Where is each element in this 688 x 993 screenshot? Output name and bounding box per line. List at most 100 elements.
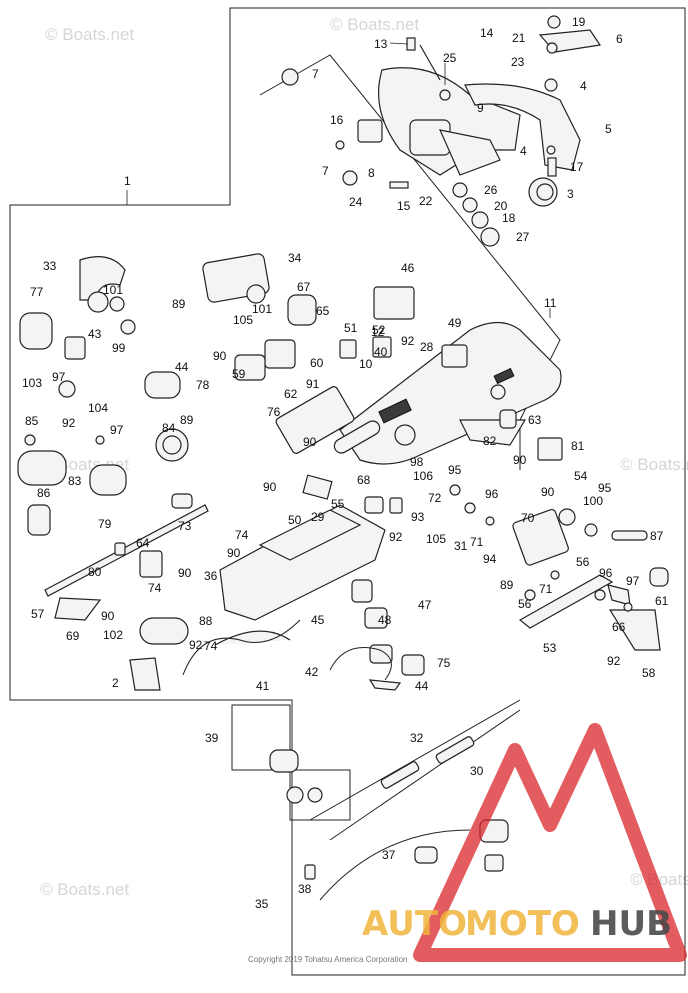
callout: 105 xyxy=(426,532,446,546)
callout: 16 xyxy=(330,113,344,127)
watermark-text: © Boats.net xyxy=(40,880,129,899)
tiller-handle-parts xyxy=(281,15,602,247)
callout: 26 xyxy=(484,183,498,197)
callout: 47 xyxy=(418,598,432,612)
callout: 74 xyxy=(148,581,162,595)
callout: 106 xyxy=(413,469,433,483)
callout: 54 xyxy=(574,469,588,483)
callout: 105 xyxy=(233,313,253,327)
callout: 4 xyxy=(580,79,587,93)
callout: 21 xyxy=(512,31,526,45)
callout: 79 xyxy=(98,517,112,531)
callout: 48 xyxy=(378,613,392,627)
callout: 74 xyxy=(204,639,218,653)
callout: 2 xyxy=(112,676,119,690)
callout: 10 xyxy=(359,357,373,371)
callout: 57 xyxy=(31,607,45,621)
callout: 44 xyxy=(175,360,189,374)
copyright-text: Copyright 2019 Tohatsu America Corporati… xyxy=(248,955,408,964)
callout: 90 xyxy=(101,609,115,623)
callout: 89 xyxy=(180,413,194,427)
callout: 30 xyxy=(470,764,484,778)
brand-hub: HUB xyxy=(590,904,672,944)
callout: 90 xyxy=(513,453,527,467)
callout: 100 xyxy=(583,494,603,508)
callout: 80 xyxy=(88,565,102,579)
callout: 83 xyxy=(68,474,82,488)
callout: 13 xyxy=(374,37,388,51)
callout: 50 xyxy=(288,513,302,527)
callout: 72 xyxy=(428,491,442,505)
callout: 71 xyxy=(470,535,484,549)
callout: 25 xyxy=(443,51,457,65)
callout: 73 xyxy=(178,519,192,533)
callout: 31 xyxy=(454,539,468,553)
callout: 43 xyxy=(88,327,102,341)
brand-auto: AUTO xyxy=(362,904,467,944)
callout: 60 xyxy=(310,356,324,370)
callout: 33 xyxy=(43,259,57,273)
callout: 29 xyxy=(311,510,325,524)
callout: 104 xyxy=(88,401,108,415)
callout: 34 xyxy=(288,251,302,265)
callout: 5 xyxy=(605,122,612,136)
callout: 8 xyxy=(368,166,375,180)
watermark-text: © Boats.net xyxy=(330,15,419,34)
callout: 78 xyxy=(196,378,210,392)
callout: 20 xyxy=(494,199,508,213)
callout: 11 xyxy=(544,296,557,310)
callout: 69 xyxy=(66,629,80,643)
callout: 37 xyxy=(382,848,396,862)
callout: 3 xyxy=(567,187,574,201)
callout: 81 xyxy=(571,439,585,453)
callout: 70 xyxy=(521,511,535,525)
callout: 67 xyxy=(297,280,311,294)
callout: 68 xyxy=(357,473,371,487)
callout: 89 xyxy=(500,578,514,592)
callout: 88 xyxy=(199,614,213,628)
callout: 7 xyxy=(322,164,329,178)
callout: 19 xyxy=(572,15,586,29)
callout: 36 xyxy=(204,569,218,583)
callout: 61 xyxy=(655,594,669,608)
left-side-parts xyxy=(17,256,209,691)
callout: 91 xyxy=(306,377,320,391)
callout: 53 xyxy=(543,641,557,655)
callout: 96 xyxy=(485,487,499,501)
watermark-text: © Boats.net xyxy=(45,25,134,44)
callout: 90 xyxy=(213,349,227,363)
callout: 56 xyxy=(576,555,590,569)
callout: 45 xyxy=(311,613,325,627)
callout: 39 xyxy=(205,731,219,745)
callout: 77 xyxy=(30,285,44,299)
callout: 92 xyxy=(189,638,203,652)
callout: 86 xyxy=(37,486,51,500)
callout: 56 xyxy=(518,597,532,611)
callout: 97 xyxy=(52,370,66,384)
callout: 38 xyxy=(298,882,312,896)
callout: 41 xyxy=(256,679,270,693)
callout: 23 xyxy=(511,55,525,69)
callout: 40 xyxy=(374,345,388,359)
tiller-housing xyxy=(339,321,562,465)
callout: 74 xyxy=(235,528,249,542)
callout: 92 xyxy=(607,654,621,668)
callout: 14 xyxy=(480,26,494,40)
callout: 49 xyxy=(448,316,462,330)
callout: 35 xyxy=(255,897,269,911)
callout: 32 xyxy=(410,731,424,745)
callout: 62 xyxy=(284,387,298,401)
right-side-parts xyxy=(449,409,669,651)
callout: 90 xyxy=(541,485,555,499)
callout: 9 xyxy=(477,101,484,115)
callout: 42 xyxy=(305,665,319,679)
assembly-frame xyxy=(9,7,686,976)
brand-moto: MOTO xyxy=(465,904,580,944)
callout: 95 xyxy=(598,481,612,495)
callout: 82 xyxy=(483,434,497,448)
callout: 15 xyxy=(397,199,411,213)
lower-parts xyxy=(269,699,521,901)
callout: 66 xyxy=(612,620,626,634)
